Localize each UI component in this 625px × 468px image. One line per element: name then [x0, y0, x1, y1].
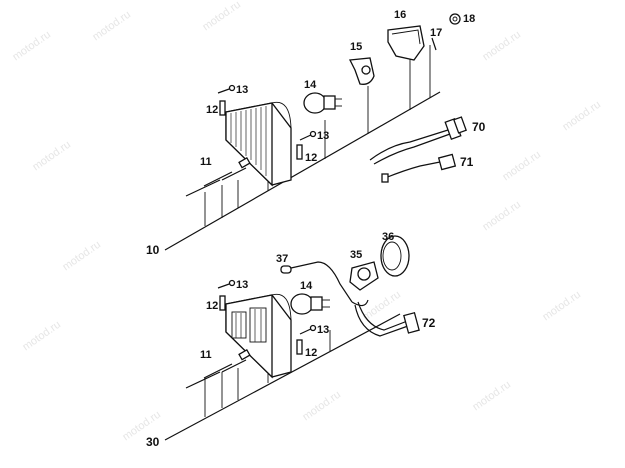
label-11-lower: 11 — [200, 349, 212, 361]
label-12-upper: 12 — [206, 104, 218, 116]
screw-17 — [431, 37, 437, 51]
bulb-14-lower — [290, 293, 330, 315]
label-17: 17 — [430, 27, 442, 39]
part-labels: 10 11 12 12 13 13 14 15 16 17 18 70 71 3… — [146, 9, 486, 449]
bulb-37 — [280, 265, 292, 274]
bracket-15 — [348, 57, 375, 85]
grommet-18 — [449, 13, 461, 25]
headlight-twin-lens — [225, 294, 273, 379]
label-35: 35 — [350, 249, 362, 261]
label-13-mid: 13 — [317, 130, 329, 142]
label-37: 37 — [276, 253, 288, 265]
lower-assembly — [164, 235, 420, 441]
label-70: 70 — [472, 120, 486, 134]
label-18: 18 — [463, 13, 475, 25]
lens-window-right — [249, 307, 267, 343]
headlight-rectangular — [225, 101, 292, 187]
lower-reference-line — [164, 313, 401, 441]
cable-harness-71 — [381, 153, 457, 183]
label-12-lower-a: 12 — [206, 300, 218, 312]
label-11-upper: 11 — [200, 156, 212, 168]
label-13-lower-b: 13 — [317, 324, 329, 336]
label-13-upper: 13 — [236, 84, 248, 96]
label-12-lower-b: 12 — [305, 347, 317, 359]
screw-13-mid — [299, 130, 317, 141]
headlight-twin — [225, 293, 292, 379]
headlight-twin-rim — [271, 293, 292, 321]
label-71: 71 — [460, 155, 474, 169]
lens-window-left — [231, 311, 247, 339]
label-13-lower-a: 13 — [236, 279, 248, 291]
label-36: 36 — [382, 231, 394, 243]
label-16: 16 — [394, 9, 406, 21]
adjuster-12-upper — [219, 100, 226, 116]
label-10: 10 — [146, 243, 160, 257]
lamp-holder-35 — [290, 261, 379, 307]
adjuster-12-lower-a — [219, 295, 226, 311]
grommet-18-hole — [452, 16, 458, 22]
bulb-14-upper — [303, 92, 342, 114]
screw-13-upper — [217, 84, 236, 94]
cable-harness-70 — [369, 116, 467, 165]
screw-13-lower-b — [299, 324, 317, 335]
screw-13-lower-a — [217, 279, 236, 289]
cable-harness-72 — [354, 301, 420, 337]
label-14-lower: 14 — [300, 280, 313, 292]
label-15: 15 — [350, 41, 362, 53]
screw-11-set — [185, 157, 251, 197]
adjuster-12-mid — [296, 144, 303, 160]
headlight-rim — [271, 101, 292, 129]
adjuster-12-lower-b — [296, 339, 303, 355]
lens-pattern — [230, 106, 267, 176]
cover-16 — [387, 25, 425, 61]
upper-reference-line — [164, 91, 441, 251]
screw-11-set-lower — [185, 349, 251, 389]
ring-36 — [380, 235, 410, 277]
headlight-lens — [225, 102, 273, 187]
label-30: 30 — [146, 435, 160, 449]
label-12-mid: 12 — [305, 152, 317, 164]
label-72: 72 — [422, 316, 436, 330]
upper-assembly — [164, 13, 467, 251]
label-14-upper: 14 — [304, 79, 317, 91]
